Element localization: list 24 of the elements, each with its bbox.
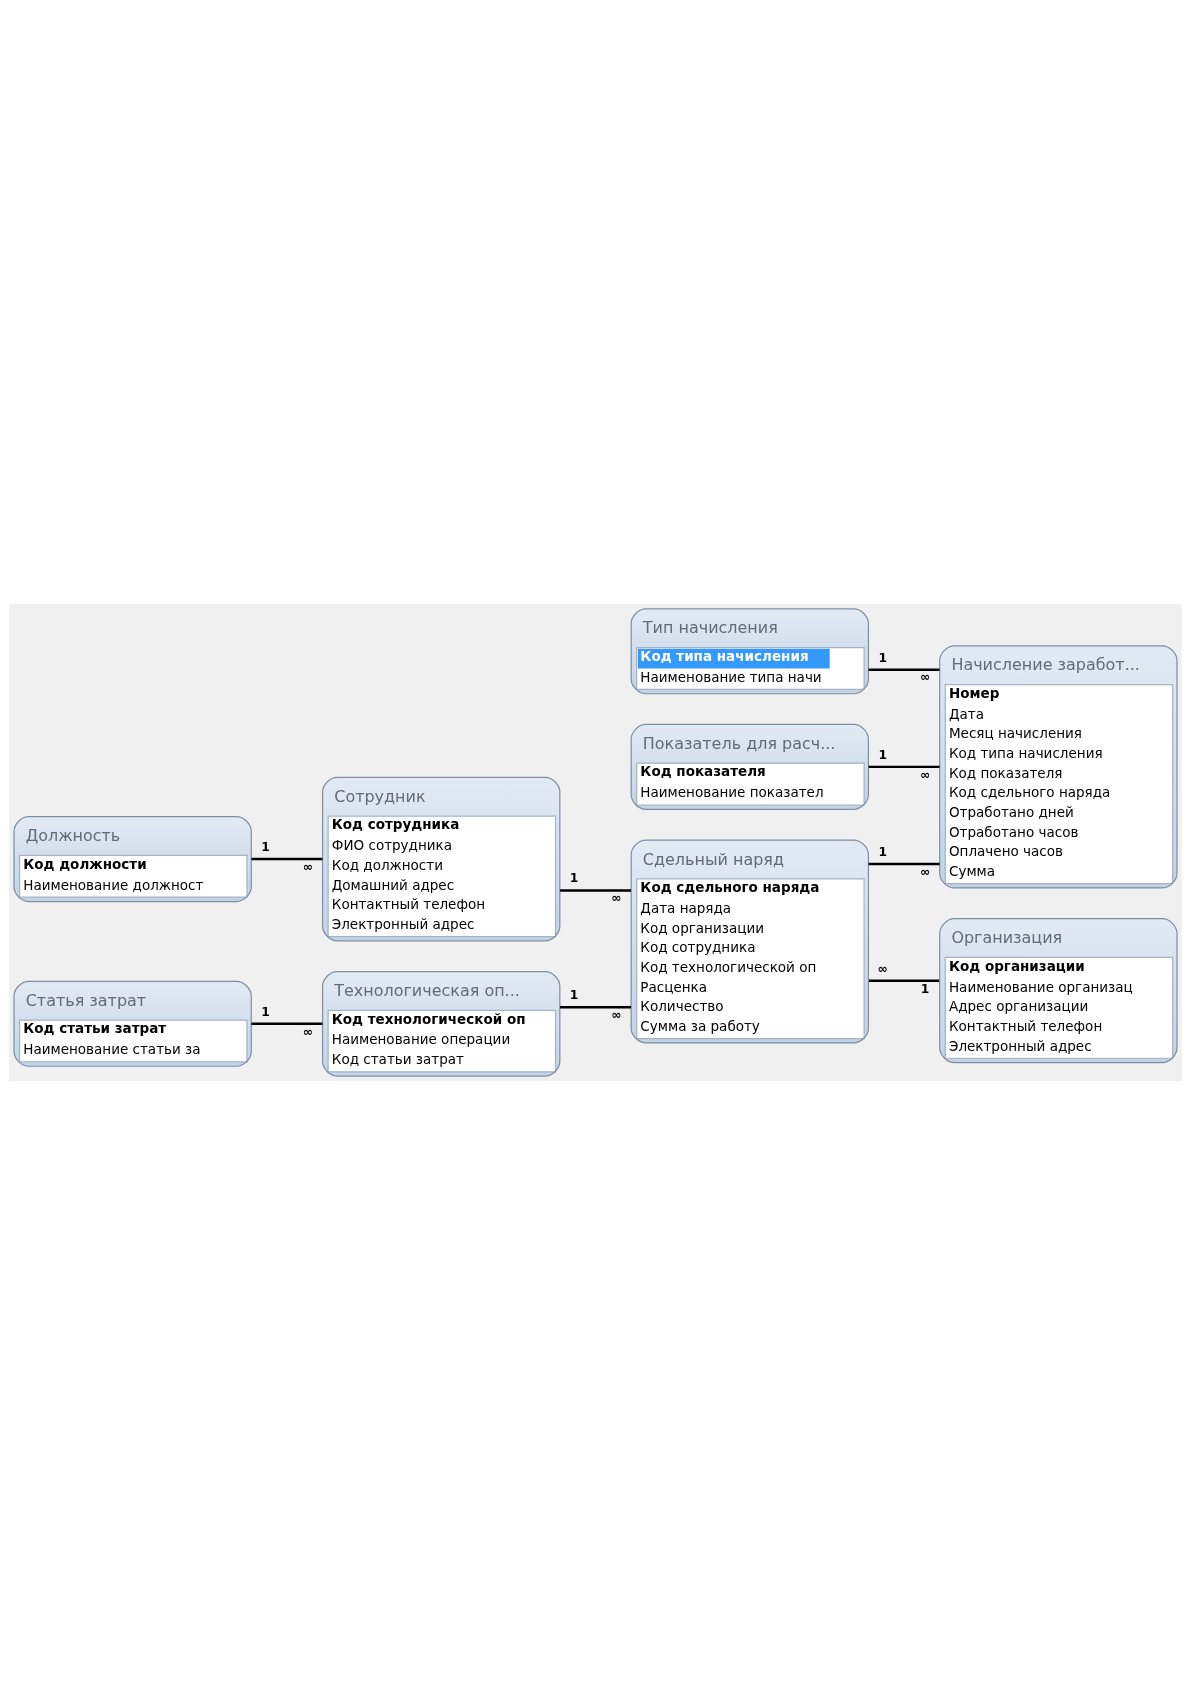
label: ∞ bbox=[302, 1024, 314, 1039]
label: 1 bbox=[261, 1004, 270, 1019]
label: ∞ bbox=[877, 961, 888, 976]
connector bbox=[560, 1005, 631, 1008]
connector bbox=[251, 1022, 323, 1025]
label: 1 bbox=[878, 844, 887, 859]
connector bbox=[868, 862, 940, 865]
connector bbox=[560, 888, 631, 892]
label: ∞ bbox=[611, 890, 622, 905]
label: ∞ bbox=[919, 767, 931, 782]
connector bbox=[869, 979, 940, 982]
label: ∞ bbox=[919, 669, 931, 684]
label: 1 bbox=[878, 650, 887, 665]
label: 1 bbox=[261, 839, 270, 854]
connector bbox=[868, 765, 940, 768]
label: ∞ bbox=[302, 859, 314, 874]
label: 1 bbox=[569, 987, 579, 1002]
label: ∞ bbox=[611, 1007, 622, 1022]
connector bbox=[868, 668, 940, 671]
connector bbox=[251, 857, 323, 860]
label: 1 bbox=[920, 981, 930, 996]
label: 1 bbox=[569, 870, 579, 885]
label: ∞ bbox=[919, 864, 931, 879]
label: 1 bbox=[878, 747, 887, 762]
